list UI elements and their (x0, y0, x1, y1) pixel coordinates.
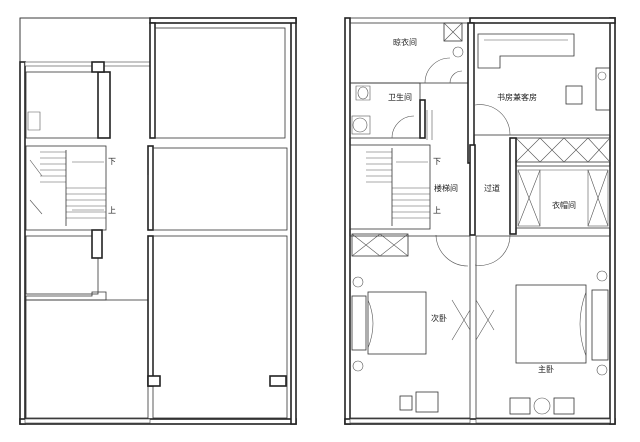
right-plan: 晾衣间 卫生间 书房兼客房 (344, 17, 616, 425)
wardrobe-row-top (515, 137, 611, 163)
toilet-icon (355, 85, 371, 101)
right-bottom-window-1 (349, 418, 471, 424)
drying-room (349, 22, 469, 84)
left-top-window (24, 61, 151, 67)
left-column-1 (91, 61, 105, 73)
left-balcony (19, 17, 151, 65)
chair-icon (565, 85, 583, 105)
bathroom-label: 卫生间 (388, 92, 412, 102)
left-east-wall (290, 17, 297, 425)
second-bed-pillow-icon (367, 299, 374, 349)
washer-icon (443, 22, 463, 42)
toilet-bowl-icon (357, 86, 369, 100)
second-bed-icon (367, 291, 427, 355)
master-bed-pillow-icon (579, 291, 587, 357)
corridor-wall-right (509, 137, 517, 235)
corridor-wall-left (469, 144, 476, 236)
desk-lamp-icon (597, 71, 607, 81)
cloakroom-shelf-right-cross (587, 169, 609, 227)
stair-door-swing (435, 234, 469, 267)
bath-fixture-icon (452, 46, 464, 58)
right-stair-zone (349, 144, 431, 230)
left-room-se (152, 235, 288, 419)
right-west-wall (344, 17, 351, 425)
wardrobe-left (351, 233, 409, 257)
left-fixture (27, 111, 41, 131)
second-bedroom-door-swing (451, 299, 471, 341)
left-room-small (25, 71, 99, 139)
master-bed-icon (515, 284, 587, 364)
master-bedroom (475, 235, 611, 419)
master-nightstand-icon (596, 270, 608, 282)
master-bedroom-label: 主卧 (538, 364, 554, 374)
study-room-label: 书房兼客房 (497, 92, 537, 102)
right-partition-1 (467, 22, 475, 164)
wardrobe-cross-icon (515, 137, 611, 163)
second-desk-icon (415, 391, 439, 413)
left-room-sw2 (25, 299, 149, 419)
left-room-e (152, 147, 288, 231)
second-bedroom-label: 次卧 (431, 313, 447, 323)
left-partition-3 (147, 145, 154, 231)
left-column-4 (269, 375, 287, 387)
corridor-label: 过道 (484, 183, 500, 193)
left-column-2 (91, 229, 103, 259)
left-ledge (25, 291, 107, 301)
left-column-3 (147, 375, 161, 387)
stair-down-label: 下 (433, 157, 441, 166)
corridor-door-swing (474, 234, 511, 266)
left-stair-up-label: 上 (108, 206, 116, 215)
master-door-swing (475, 299, 495, 341)
master-nightstand-icon-2 (596, 364, 608, 376)
nightstand-lamp-icon (352, 276, 364, 288)
drying-door-swing (424, 57, 451, 84)
basin-icon (352, 117, 368, 133)
right-stair-treads (366, 148, 430, 226)
left-north-wall (149, 17, 297, 24)
wardrobe-left-cross-icon (351, 233, 409, 257)
left-partition-4 (147, 235, 154, 387)
cloakroom-shelf-left-cross (517, 169, 541, 227)
second-bedroom (349, 235, 471, 419)
left-west-wall (19, 61, 26, 425)
left-bottom-window (24, 418, 151, 424)
stairwell-label: 楼梯间 (434, 183, 458, 193)
nightstand-lamp-icon-2 (352, 360, 364, 372)
basin-frame-icon (351, 115, 371, 135)
bathroom-partition (419, 99, 426, 139)
drying-door-swing-2 (449, 70, 463, 84)
cloakroom (515, 165, 611, 229)
left-outer-boundary (19, 17, 297, 425)
left-stair-treads (29, 150, 106, 226)
study-door-swing (474, 104, 511, 136)
washer-cross-icon (443, 22, 463, 42)
master-table-icon (533, 397, 551, 415)
cloakroom-shelf-right (587, 169, 609, 227)
cloakroom-shelf-left (517, 169, 541, 227)
right-east-wall (609, 17, 616, 425)
bathroom (349, 82, 421, 139)
second-chair-icon (399, 395, 413, 411)
master-chair-icon (509, 397, 531, 415)
bathroom-door-swing (391, 115, 415, 139)
left-partition-1 (149, 22, 156, 139)
left-plan: 下 上 (19, 17, 297, 425)
second-bed-headboard-icon (351, 295, 367, 351)
left-stair-down-label: 下 (108, 157, 116, 166)
master-bed-headboard-icon (591, 289, 609, 361)
master-chair-icon-2 (553, 397, 575, 415)
cloakroom-label: 衣帽间 (552, 200, 576, 210)
stair-up-label: 上 (433, 206, 441, 215)
left-room-sw1 (25, 235, 99, 295)
desk-icon (595, 67, 611, 111)
left-room-ne (154, 27, 286, 139)
left-partition-2 (97, 71, 111, 139)
right-north-wall (469, 17, 616, 24)
sofa-icon (477, 33, 575, 69)
right-bottom-window-2 (475, 418, 611, 424)
drying-room-label: 晾衣间 (393, 37, 417, 47)
